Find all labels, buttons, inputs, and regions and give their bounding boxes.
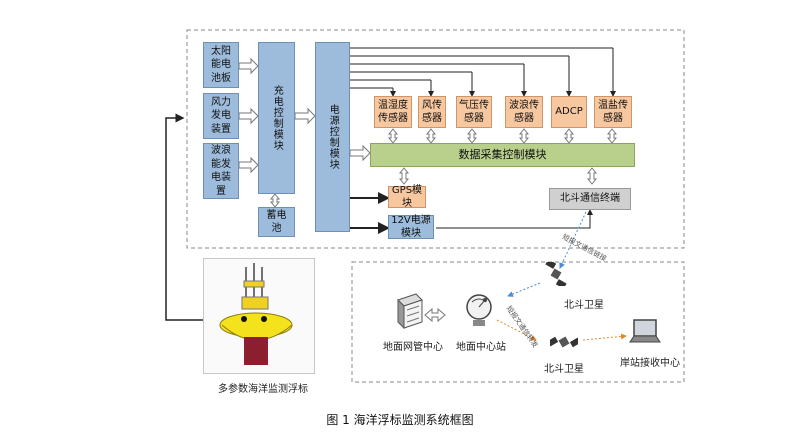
sensor-wind: 风传感器	[418, 96, 446, 128]
power-12v-label: 12V电源模块	[391, 214, 431, 240]
wave-generator-label: 波浪能发电装置	[211, 145, 231, 197]
ground-station-label: 地面中心站	[456, 342, 506, 353]
charge-control-module: 充电控制模块	[258, 42, 295, 194]
sensor-pressure: 气压传感器	[456, 96, 492, 128]
server-icon	[394, 292, 424, 330]
sensor-wave: 波浪传感器	[505, 96, 543, 128]
sensor-temp-salinity: 温盐传感器	[594, 96, 632, 128]
beidou-terminal-label: 北斗通信终端	[560, 193, 620, 205]
sensor-label: ADCP	[555, 106, 583, 118]
sensor-label: 风传感器	[422, 99, 442, 125]
charge-control-label: 充电控制模块	[271, 85, 283, 151]
data-acquisition-label: 数据采集控制模块	[458, 147, 547, 161]
buoy-image	[203, 258, 315, 374]
figure-caption: 图 1 海洋浮标监测系统框图	[326, 413, 474, 427]
wind-generator-label: 风力发电装置	[211, 96, 231, 135]
battery-label: 蓄电池	[266, 209, 287, 235]
satellite-icon-top	[542, 259, 570, 289]
beidou-terminal: 北斗通信终端	[549, 188, 631, 210]
power-12v-module: 12V电源模块	[388, 215, 434, 239]
laptop-icon	[628, 318, 662, 346]
solar-panel-box: 太阳能电池板	[203, 42, 239, 88]
upper-frame	[186, 29, 685, 249]
wave-generator-box: 波浪能发电装置	[203, 143, 239, 199]
network-center-label: 地面网管中心	[383, 342, 443, 353]
satellite-bottom-label: 北斗卫星	[544, 364, 584, 375]
wind-generator-box: 风力发电装置	[203, 93, 239, 139]
sensor-temp-humidity: 温湿度传感器	[374, 96, 412, 128]
gps-label: GPS模块	[391, 184, 423, 210]
buoy-label: 多参数海洋监测浮标	[218, 384, 308, 395]
sensor-label: 波浪传感器	[509, 99, 539, 125]
lower-frame	[351, 261, 685, 383]
sensor-adcp: ADCP	[551, 96, 587, 128]
sensor-label: 温盐传感器	[598, 99, 628, 125]
satellite-dish-icon	[463, 292, 495, 328]
power-control-label: 电源控制模块	[327, 104, 339, 170]
sensor-label: 气压传感器	[459, 99, 489, 125]
solar-panel-label: 太阳能电池板	[211, 45, 231, 84]
shore-station-label: 岸站接收中心	[620, 358, 680, 369]
battery-box: 蓄电池	[258, 207, 295, 237]
gps-module: GPS模块	[388, 184, 426, 210]
power-control-module: 电源控制模块	[315, 42, 350, 232]
data-acquisition-module: 数据采集控制模块	[370, 143, 635, 167]
satellite-top-label: 北斗卫星	[564, 300, 604, 311]
sensor-label: 温湿度传感器	[378, 99, 408, 125]
satellite-icon-bottom	[547, 330, 581, 354]
